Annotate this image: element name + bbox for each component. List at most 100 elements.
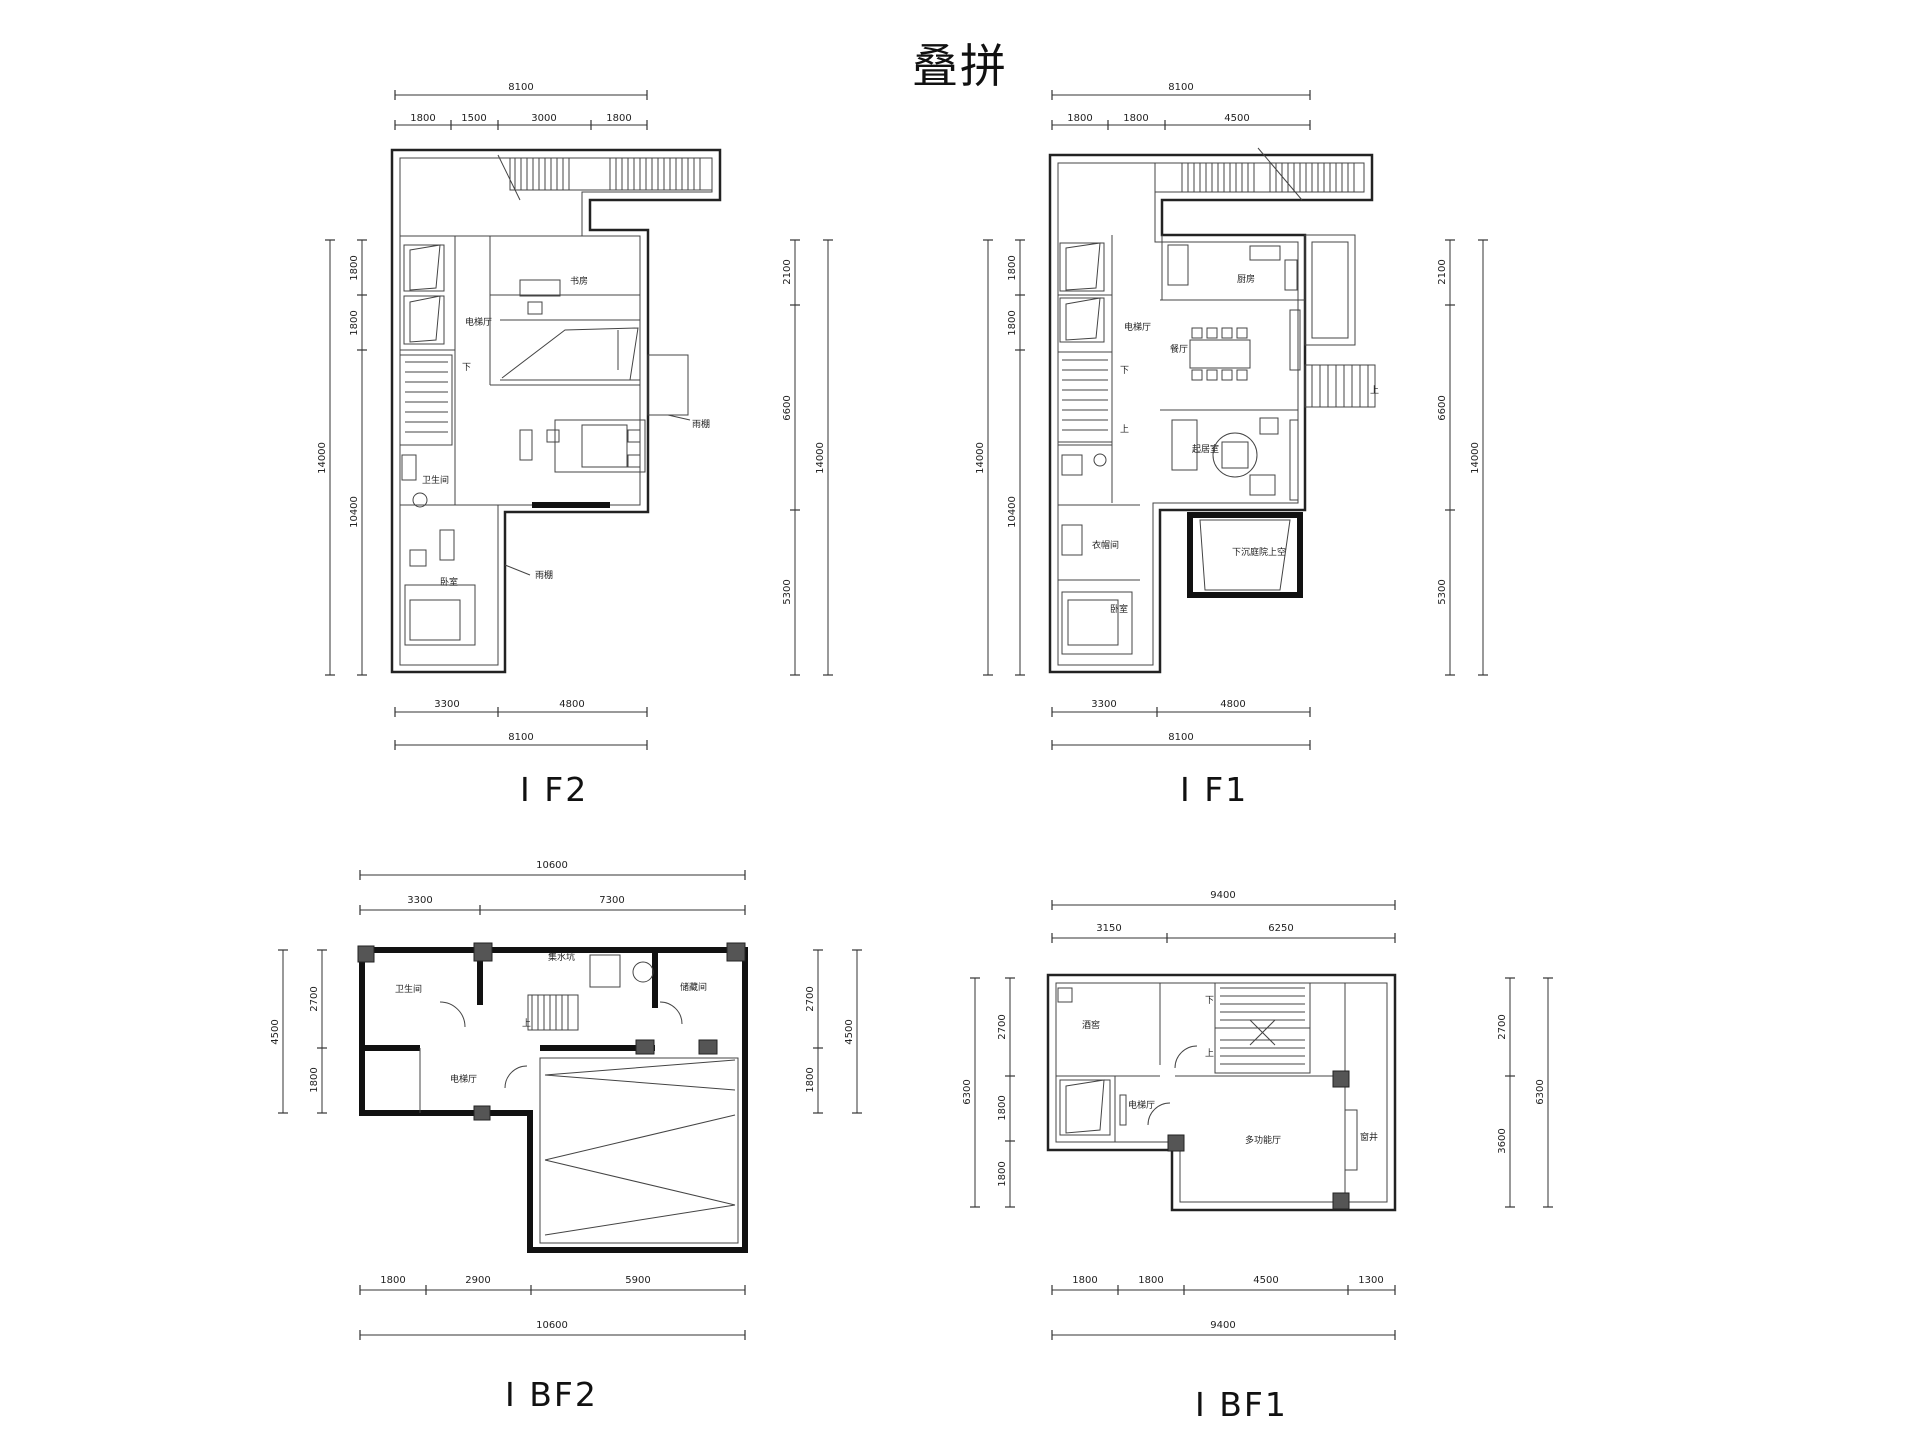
- if1-room-living: 起居室: [1192, 443, 1219, 455]
- if1-left-seg-2: 1800: [1007, 310, 1018, 335]
- ibf2-room-elevator: 电梯厅: [450, 1073, 477, 1085]
- plan-label-ibf1: I BF1: [1195, 1385, 1288, 1424]
- ibf1-room-wine-cellar: 酒窖: [1082, 1019, 1100, 1031]
- if1-top-dims: 8100 1800 1800 4500: [1051, 82, 1311, 130]
- if2-room-bedroom: 卧室: [440, 576, 458, 588]
- ibf2-bottom-seg-3: 5900: [625, 1275, 650, 1286]
- ibf2-bottom-total: 10600: [536, 1320, 568, 1331]
- if2-left-dims: 14000 1800 1800 10400: [317, 239, 367, 676]
- ibf1-shaft-and-fixtures: [1057, 987, 1358, 1171]
- if2-label-canopy-bottom: 雨棚: [535, 569, 553, 581]
- ibf1-right-total: 6300: [1535, 1079, 1546, 1104]
- if1-room-kitchen: 厨房: [1237, 273, 1255, 285]
- ibf2-top-dims: 10600 3300 7300: [359, 860, 746, 915]
- if1-top-stair: [1154, 147, 1365, 201]
- if2-furniture: [401, 279, 646, 646]
- if2-room-bath: 卫生间: [422, 474, 449, 486]
- if2-right-total: 14000: [815, 442, 826, 474]
- ibf1-right-dims: 2700 3600 6300: [1497, 977, 1553, 1208]
- if1-right-features: [1187, 234, 1376, 598]
- if1-right-seg-3: 5300: [1437, 579, 1448, 604]
- if2-top-total: 8100: [508, 82, 533, 93]
- if1-room-cloak: 衣帽间: [1092, 539, 1119, 551]
- ibf2-right-dims: 2700 1800 4500: [805, 949, 862, 1114]
- ibf1-bottom-seg-1: 1800: [1072, 1275, 1097, 1286]
- if2-left-seg-2: 1800: [349, 310, 360, 335]
- if2-shafts: [399, 244, 641, 446]
- ibf1-left-total: 6300: [962, 1079, 973, 1104]
- ibf1-bottom-seg-3: 4500: [1253, 1275, 1278, 1286]
- if1-bottom-dims: 3300 4800 8100: [1051, 699, 1311, 750]
- ibf2-bottom-dims: 1800 2900 5900 10600: [359, 1275, 746, 1340]
- if1-left-seg-3: 10400: [1007, 496, 1018, 528]
- if2-walls: [390, 148, 722, 674]
- if2-room-elevator: 电梯厅: [465, 316, 492, 328]
- if1-top-seg-3: 4500: [1224, 113, 1249, 124]
- ibf1-top-total: 9400: [1210, 890, 1235, 901]
- if1-shafts: [1057, 242, 1113, 443]
- if1-room-bedroom: 卧室: [1110, 603, 1128, 615]
- if1-room-elevator: 电梯厅: [1124, 321, 1151, 333]
- if1-top-total: 8100: [1168, 82, 1193, 93]
- ibf1-bottom-seg-4: 1300: [1358, 1275, 1383, 1286]
- if2-canopies: [504, 354, 691, 576]
- plan-label-if1: I F1: [1180, 770, 1249, 809]
- ibf2-left-total: 4500: [270, 1019, 281, 1044]
- ibf1-label-up: 上: [1205, 1048, 1214, 1059]
- if2-room-study: 书房: [570, 275, 588, 287]
- ibf1-right-seg-2: 3600: [1497, 1128, 1508, 1153]
- if1-right-total: 14000: [1470, 442, 1481, 474]
- ibf2-room-sump: 集水坑: [548, 951, 575, 963]
- ibf1-top-dims: 9400 3150 6250: [1051, 890, 1396, 943]
- if2-left-seg-3: 10400: [349, 496, 360, 528]
- if2-label-down: 下: [462, 363, 471, 373]
- ibf1-walls: [1046, 973, 1397, 1212]
- ibf2-bottom-seg-1: 1800: [380, 1275, 405, 1286]
- ibf1-stair: [1214, 982, 1311, 1074]
- if2-label-canopy-right: 雨棚: [692, 418, 710, 430]
- if1-right-seg-1: 2100: [1437, 259, 1448, 284]
- if1-bottom-seg-1: 3300: [1091, 699, 1116, 710]
- ibf2-right-seg-2: 1800: [805, 1067, 816, 1092]
- if1-right-seg-2: 6600: [1437, 395, 1448, 420]
- if1-right-dims: 2100 6600 5300 14000: [1437, 239, 1488, 676]
- if2-bottom-seg-1: 3300: [434, 699, 459, 710]
- if1-bottom-seg-2: 4800: [1220, 699, 1245, 710]
- ibf1-left-seg-2: 1800: [997, 1095, 1008, 1120]
- ibf1-bottom-dims: 1800 1800 4500 1300 9400: [1051, 1275, 1396, 1340]
- ibf2-right-total: 4500: [844, 1019, 855, 1044]
- plan-ibf2: 10600 3300 7300 4500 2700 1800 2700: [270, 860, 862, 1340]
- if1-label-down: 下: [1120, 366, 1129, 376]
- if2-bottom-dims: 3300 4800 8100: [394, 699, 648, 750]
- ibf1-left-seg-3: 1800: [997, 1161, 1008, 1186]
- if1-bottom-total: 8100: [1168, 732, 1193, 743]
- if1-left-total: 14000: [975, 442, 986, 474]
- ibf2-top-seg-2: 7300: [599, 895, 624, 906]
- if1-room-dining: 餐厅: [1170, 343, 1188, 355]
- if1-top-seg-2: 1800: [1123, 113, 1148, 124]
- ibf2-top-seg-1: 3300: [407, 895, 432, 906]
- if1-label-up-right: 上: [1370, 385, 1379, 396]
- ibf1-top-seg-1: 3150: [1096, 923, 1121, 934]
- ibf1-label-down: 下: [1205, 996, 1214, 1006]
- page-title: 叠拼: [912, 39, 1008, 93]
- plan-if2: 8100 1800 1500 3000 1800 14000 1800 1800: [317, 82, 833, 750]
- if2-right-seg-1: 2100: [782, 259, 793, 284]
- if1-room-sunken-court: 下沉庭院上空: [1232, 546, 1286, 558]
- if1-furniture: [1061, 244, 1301, 655]
- ibf1-top-seg-2: 6250: [1268, 923, 1293, 934]
- plan-if1: 8100 1800 1800 4500 14000 1800 1800 1040…: [975, 82, 1488, 750]
- ibf1-room-window-well: 窗井: [1360, 1131, 1378, 1143]
- if2-right-seg-3: 5300: [782, 579, 793, 604]
- ibf1-columns: [1167, 1070, 1350, 1210]
- ibf1-bottom-total: 9400: [1210, 1320, 1235, 1331]
- ibf2-stair: [527, 954, 654, 1031]
- ibf1-left-seg-1: 2700: [997, 1014, 1008, 1039]
- if2-right-seg-2: 6600: [782, 395, 793, 420]
- ibf2-bottom-seg-2: 2900: [465, 1275, 490, 1286]
- ibf1-left-dims: 6300 2700 1800 1800: [962, 977, 1015, 1208]
- ibf2-label-up: 上: [522, 1018, 531, 1029]
- if2-right-dims: 2100 6600 5300 14000: [782, 239, 833, 676]
- if2-top-seg-3: 3000: [531, 113, 556, 124]
